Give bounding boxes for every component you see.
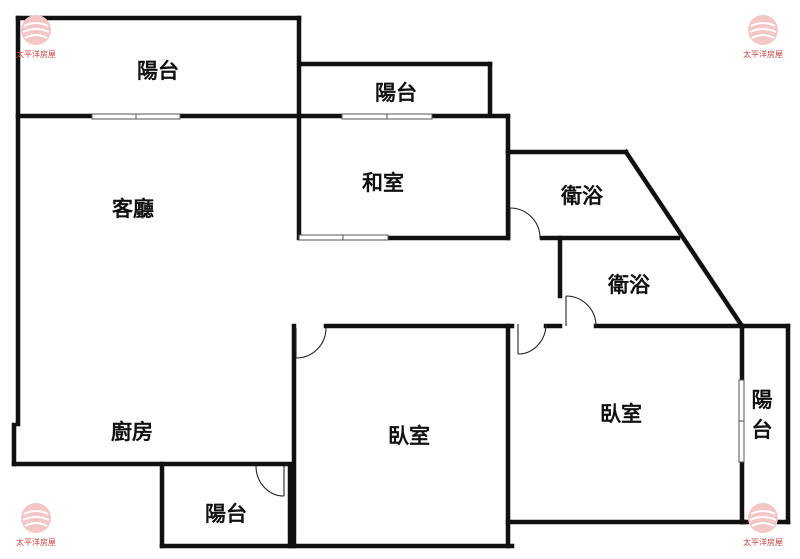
bedroom-1-label: 臥室 [388, 424, 430, 448]
watermark-bottom-right: 太平洋房屋 [743, 503, 783, 547]
watermark-text: 太平洋房屋 [743, 49, 783, 59]
living-room-label: 客廳 [112, 197, 154, 221]
japanese-room-label: 和室 [362, 171, 404, 195]
balcony-right-label-top: 陽 [752, 388, 773, 412]
room-labels: 陽台 陽台 和室 客廳 衛浴 衛浴 臥室 臥室 廚房 陽台 陽 台 [111, 59, 773, 526]
kitchen-label: 廚房 [111, 420, 153, 444]
balcony-right-label-bottom: 台 [752, 418, 773, 442]
bedroom-2-label: 臥室 [600, 402, 642, 426]
bedroom-2-door [517, 323, 547, 355]
watermark-text: 太平洋房屋 [16, 537, 56, 547]
bedroom-1-door [295, 327, 327, 359]
doors [255, 207, 597, 497]
bottom-balcony-door [255, 465, 285, 497]
balcony-top-mid-label: 陽台 [375, 81, 417, 105]
watermark-bottom-left: 太平洋房屋 [16, 503, 56, 547]
watermark-top-left: 太平洋房屋 [16, 15, 56, 59]
bathroom-1-label: 衛浴 [560, 184, 604, 208]
bathroom-1-door [509, 207, 541, 239]
balcony-top-left-label: 陽台 [137, 59, 179, 83]
bathroom-2-label: 衛浴 [607, 273, 651, 297]
walls [11, 15, 791, 549]
balcony-bottom-label: 陽台 [205, 502, 247, 526]
watermark-text: 太平洋房屋 [743, 537, 783, 547]
sliding-windows [91, 113, 745, 463]
bathroom-2-door [565, 295, 597, 327]
watermark-text: 太平洋房屋 [16, 49, 56, 59]
watermark-top-right: 太平洋房屋 [743, 15, 783, 59]
